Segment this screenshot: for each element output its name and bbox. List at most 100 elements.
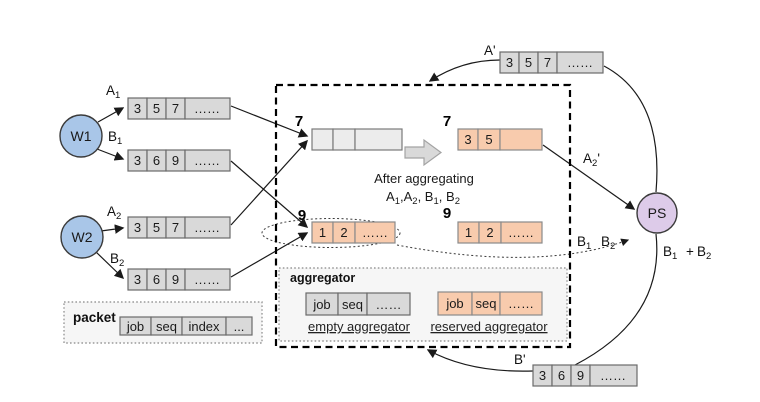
cell — [499, 291, 543, 316]
cell-value: 3 — [134, 153, 141, 168]
switch-region-box — [274, 83, 572, 349]
worker-label: W2 — [72, 229, 93, 245]
arrow-a-prime-return — [428, 59, 501, 82]
arrow-w1-to-a1 — [97, 107, 125, 123]
arrow-b1-to-agg9 — [230, 160, 309, 228]
aggregator-9-after: 1 2 …… — [457, 221, 543, 244]
cell-value: 1 — [465, 225, 472, 240]
packet-b-prime: 3 6 9 …… — [532, 364, 638, 387]
cell-value: 3 — [134, 220, 141, 235]
worker-w1-node: W1 — [59, 114, 103, 158]
label-a1: A1 — [106, 83, 120, 101]
transform-arrow-icon — [404, 138, 443, 167]
count-7-after: 7 — [443, 113, 451, 130]
cell-value: …… — [567, 55, 593, 70]
cell-value: …… — [194, 272, 220, 287]
worker-w2-node: W2 — [60, 215, 104, 259]
cell-value: seq — [342, 297, 363, 312]
cell — [225, 316, 253, 336]
label-ps-sum-b1: B1 — [663, 244, 677, 262]
cell — [366, 292, 411, 316]
cell-value: 2 — [486, 225, 493, 240]
arrow-b2-to-agg9 — [230, 232, 309, 278]
arc-ps-to-a-prime — [603, 65, 658, 193]
ps-label: PS — [648, 205, 667, 221]
packet-a1: 3 5 7 …… — [127, 97, 231, 120]
packet-b1: 3 6 9 …… — [127, 149, 231, 172]
worker-circle — [59, 114, 103, 158]
cell-value: 9 — [172, 272, 179, 287]
arrow-a2-to-agg7 — [230, 139, 308, 226]
cell-value: 3 — [134, 272, 141, 287]
parameter-server-node: PS — [636, 192, 678, 234]
cell-value: 3 — [464, 132, 471, 147]
cell-value: …… — [508, 296, 534, 311]
dotted-arrow-agg9-to-ps — [396, 238, 630, 258]
label-ps-in-b1: B1 — [577, 234, 591, 252]
label-ps-in-b2: B2 — [601, 234, 615, 252]
reserved-aggregator-caption: reserved aggregator — [430, 319, 548, 334]
packet-fields-sample: job seq index ... — [119, 316, 253, 336]
arrow-agg7-to-ps — [542, 144, 636, 210]
cell — [184, 268, 231, 291]
aggregator-legend: aggregator job seq …… job seq …… empty a… — [278, 267, 568, 342]
arrow-a1-to-agg7 — [230, 105, 309, 138]
cell-value: …… — [194, 153, 220, 168]
cell-value: 2 — [340, 225, 347, 240]
worker-label: W1 — [71, 128, 92, 144]
cell-value: 9 — [577, 368, 584, 383]
cell-value: seq — [156, 319, 177, 334]
arrow-w2-to-a2 — [100, 224, 125, 234]
cell — [332, 128, 356, 151]
cell-value: 3 — [539, 368, 546, 383]
cell-value: 3 — [134, 101, 141, 116]
cell — [500, 221, 543, 244]
label-a2: A2 — [107, 204, 121, 222]
arc-ps-to-b-prime — [574, 233, 658, 366]
packet-a-prime: 3 5 7 …… — [499, 51, 604, 74]
cell — [556, 51, 604, 74]
arrow-w2-to-b2 — [94, 250, 125, 279]
cell — [184, 149, 231, 172]
cell — [184, 216, 231, 239]
cell-value: 7 — [172, 101, 179, 116]
cell-value: 7 — [544, 55, 551, 70]
cell-value: 9 — [172, 153, 179, 168]
cell-value: 5 — [153, 101, 160, 116]
label-ps-sum-b2: B2 — [697, 244, 711, 262]
cell-value: …… — [376, 297, 402, 312]
packet-b2: 3 6 9 …… — [127, 268, 231, 291]
cell — [589, 364, 638, 387]
count-9-before: 9 — [298, 207, 306, 224]
ps-circle — [636, 192, 678, 234]
cell-value: ... — [234, 319, 245, 334]
cell — [354, 221, 396, 244]
cell — [311, 128, 334, 151]
label-b-prime: B' — [514, 352, 526, 367]
cell-value: job — [126, 319, 144, 334]
arrows — [94, 59, 658, 372]
after-aggregating-line2: A1,A2, B1, B2 — [386, 189, 460, 207]
cell-value: …… — [194, 101, 220, 116]
cell-value: 3 — [506, 55, 513, 70]
cell — [499, 128, 543, 151]
cell-value: 5 — [153, 220, 160, 235]
cell-value: 6 — [558, 368, 565, 383]
cell-value: 5 — [485, 132, 492, 147]
arrow-w1-to-b1 — [96, 148, 125, 161]
cell-value: job — [445, 296, 463, 311]
arrow-b-prime-return — [426, 349, 534, 372]
cell-value: seq — [476, 296, 497, 311]
packet-a2: 3 5 7 …… — [127, 216, 231, 239]
reserved-aggregator-sample: job seq …… — [437, 291, 543, 316]
packet-legend: packet job seq index ... — [63, 301, 263, 344]
cell-value: 6 — [153, 153, 160, 168]
aggregator-7-after: 3 5 — [457, 128, 543, 151]
cell-value: index — [188, 319, 220, 334]
aggregator-7-empty — [311, 128, 403, 151]
count-9-after: 9 — [443, 205, 451, 222]
cell-value: …… — [508, 225, 534, 240]
label-b2: B2 — [110, 251, 124, 269]
